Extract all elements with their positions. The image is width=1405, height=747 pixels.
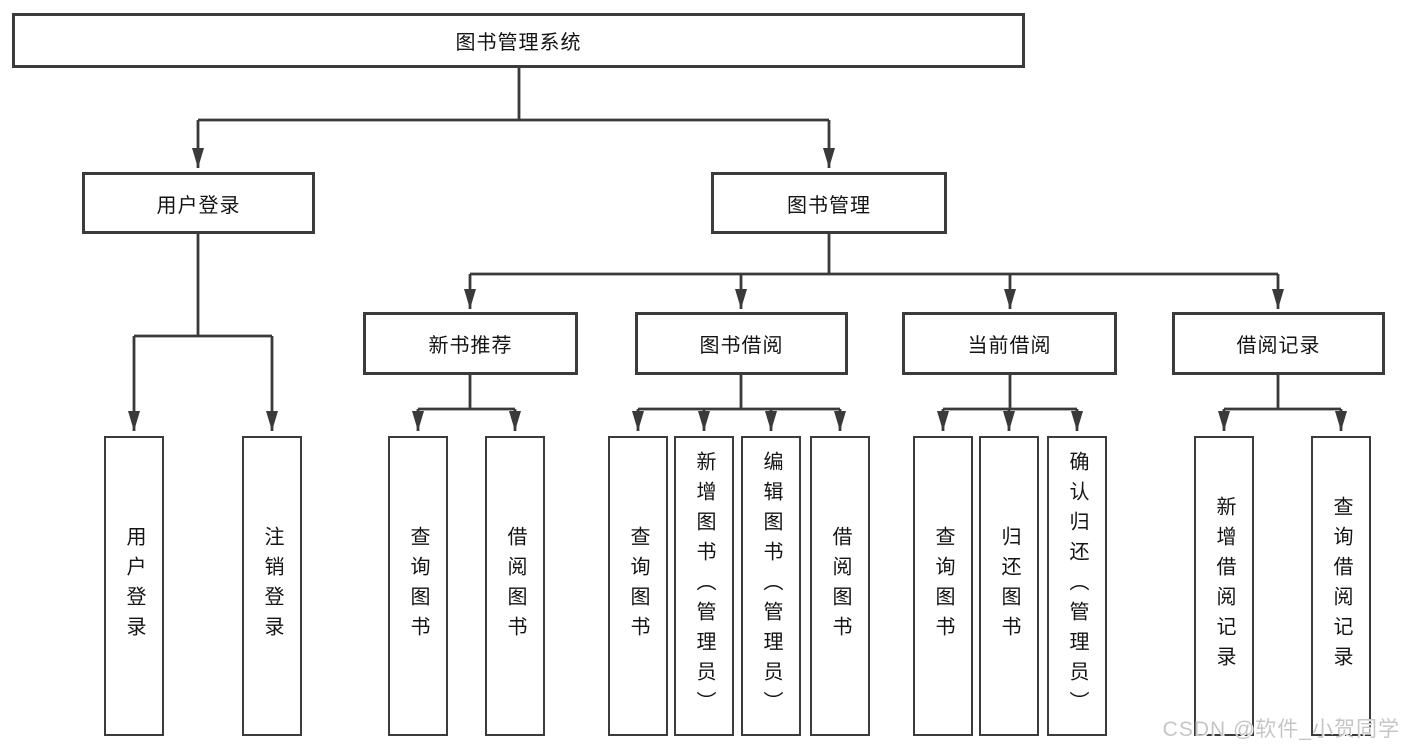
leaf-records-add-record: 新增借阅记录 bbox=[1194, 436, 1254, 736]
leaf-records-query-record: 查询借阅记录 bbox=[1311, 436, 1371, 736]
leaf-current-confirm-return-admin: 确认归还（管理员） bbox=[1047, 436, 1107, 736]
node-root-library-system: 图书管理系统 bbox=[12, 13, 1025, 68]
leaf-borrowing-borrow-books: 借阅图书 bbox=[810, 436, 870, 736]
leaf-borrowing-edit-books-admin: 编辑图书（管理员） bbox=[741, 436, 801, 736]
leaf-logout: 注销登录 bbox=[242, 436, 302, 736]
leaf-borrowing-query-books: 查询图书 bbox=[608, 436, 668, 736]
node-borrowing-records: 借阅记录 bbox=[1172, 312, 1385, 375]
leaf-borrowing-add-books-admin: 新增图书（管理员） bbox=[674, 436, 734, 736]
node-book-management: 图书管理 bbox=[711, 172, 947, 234]
leaf-current-return-books: 归还图书 bbox=[979, 436, 1039, 736]
leaf-newbooks-borrow-books: 借阅图书 bbox=[485, 436, 545, 736]
node-new-book-recommend: 新书推荐 bbox=[363, 312, 578, 375]
csdn-watermark: CSDN @软件_小贺同学 bbox=[1162, 718, 1400, 741]
leaf-newbooks-query-books: 查询图书 bbox=[388, 436, 448, 736]
leaf-user-login: 用户登录 bbox=[104, 436, 164, 736]
node-current-borrowing: 当前借阅 bbox=[902, 312, 1117, 375]
node-user-login: 用户登录 bbox=[82, 172, 315, 234]
leaf-current-query-books: 查询图书 bbox=[913, 436, 973, 736]
node-book-borrowing: 图书借阅 bbox=[635, 312, 848, 375]
